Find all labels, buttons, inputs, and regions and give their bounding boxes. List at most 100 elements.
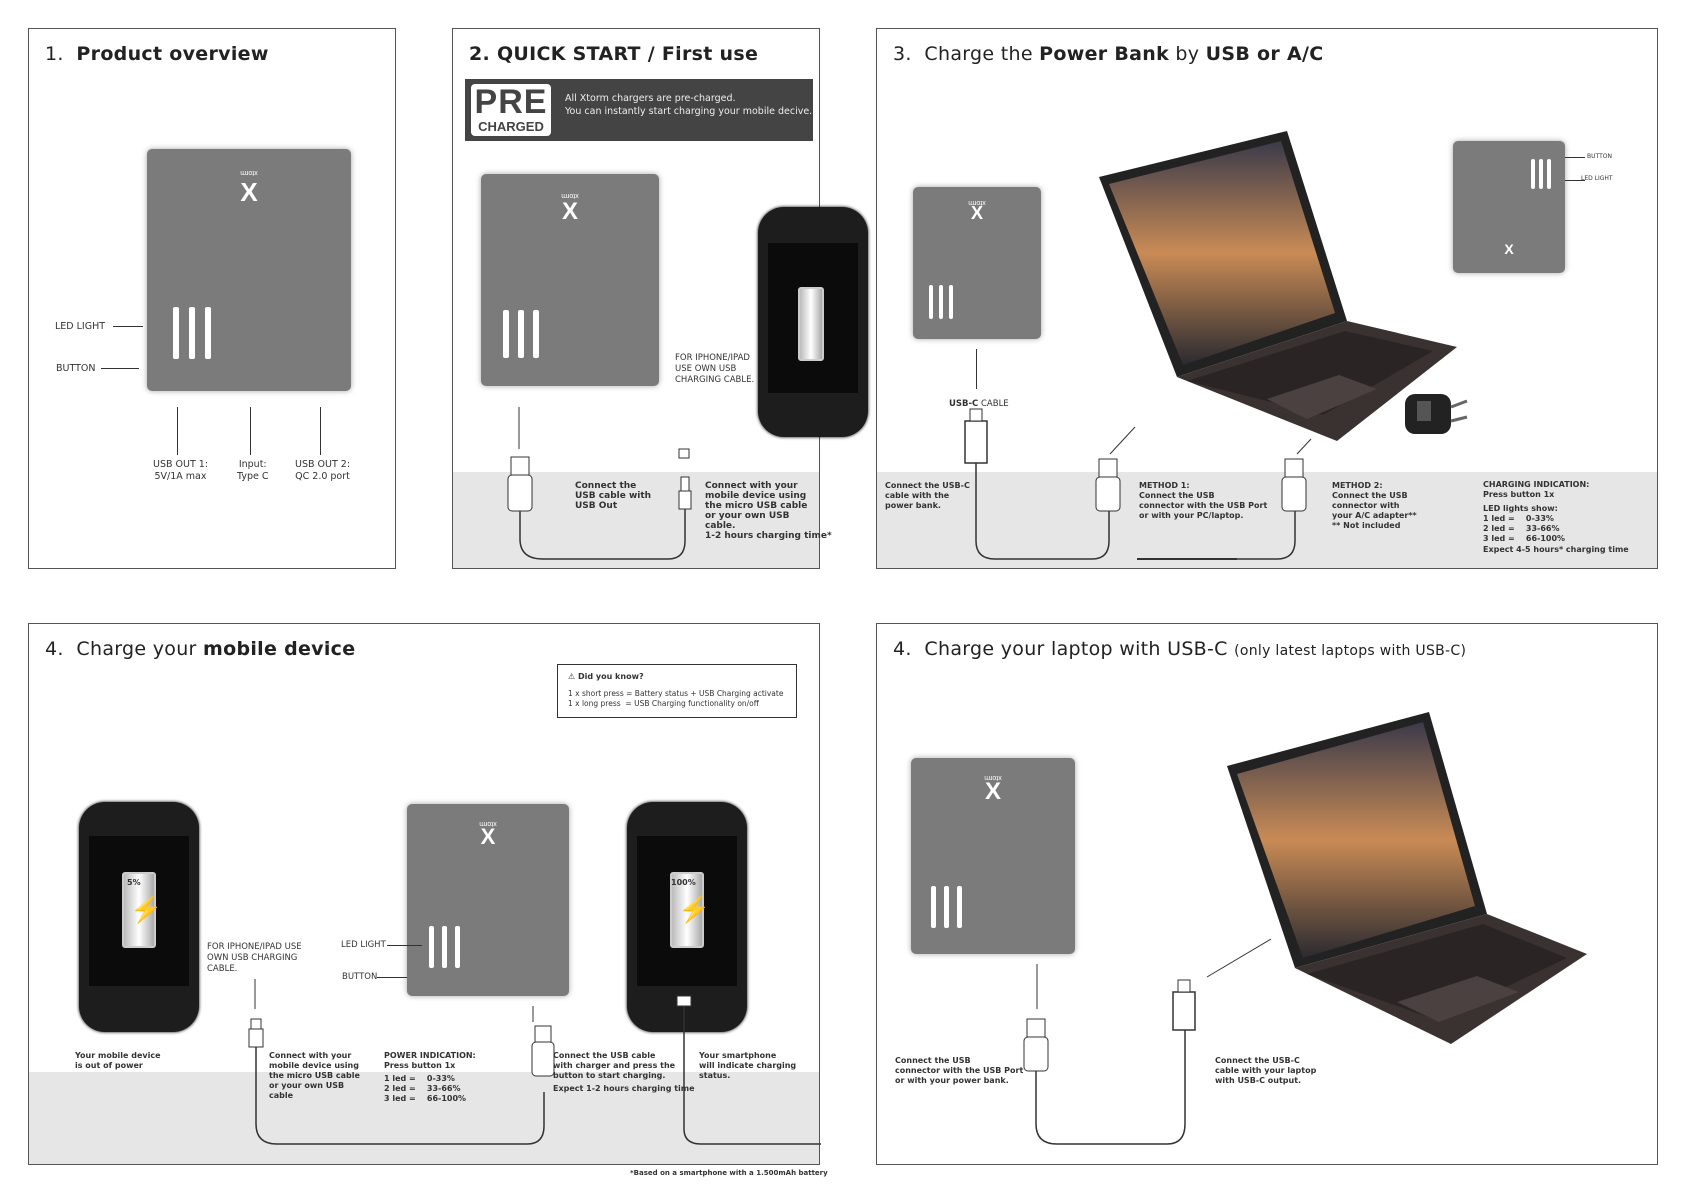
connect-usb-text: Connect the USB cable with USB Out <box>575 481 652 511</box>
power-bank-back: X <box>1453 141 1565 273</box>
pre-text: PRE <box>474 83 548 121</box>
leader-line <box>250 407 251 455</box>
led-bar <box>929 285 933 319</box>
led-show-text: LED lights show: 1 led = 0-33% 2 led = 3… <box>1483 504 1566 543</box>
out-of-power-text: Your mobile device is out of power <box>75 1051 161 1070</box>
button-label: BUTTON <box>342 972 378 982</box>
power-indication-text: POWER INDICATION: Press button 1x <box>384 1051 476 1070</box>
battery-icon <box>798 287 824 361</box>
battery-percent: 5% <box>127 878 141 887</box>
power-bank: xtorm X <box>911 758 1075 954</box>
leader-line <box>101 368 139 369</box>
did-you-know-title: ⚠ Did you know? <box>568 672 644 681</box>
button-label: BUTTON <box>56 363 96 374</box>
led-light-label: LED LIGHT <box>55 321 106 332</box>
led-bar <box>1539 159 1543 189</box>
instruction-band <box>877 472 1657 568</box>
battery-icon <box>122 872 156 948</box>
connect-device-text: Connect with your mobile device using th… <box>269 1051 360 1100</box>
smartphone <box>758 207 868 437</box>
panel-title: 3. Charge the Power Bank by USB or A/C <box>893 43 1324 65</box>
cable-drawings <box>248 979 821 1145</box>
button-label: BUTTON <box>1587 153 1612 160</box>
laptop-illustration <box>1023 712 1587 1145</box>
led-bar <box>957 886 962 928</box>
xtorm-logo-icon: X <box>240 177 258 207</box>
led-bar <box>442 926 447 968</box>
connect-usb-text: Connect the USB connector with the USB P… <box>895 1056 1024 1085</box>
led-show-text: 1 led = 0-33% 2 led = 33-66% 3 led = 66-… <box>384 1074 467 1103</box>
led-bar <box>944 886 949 928</box>
power-bank: xtorm X <box>913 187 1041 339</box>
led-bar <box>429 926 434 968</box>
led-bar <box>949 285 953 319</box>
charging-indication-text: CHARGING INDICATION: Press button 1x <box>1483 480 1590 499</box>
connect-usbc-text: Connect the USB-C cable with your laptop… <box>1215 1056 1317 1085</box>
led-bar <box>173 307 179 359</box>
leader-line <box>387 945 422 946</box>
panel-title: 4. Charge your laptop with USB-C (only l… <box>893 638 1467 660</box>
lightning-icon: ⚡ <box>130 894 163 924</box>
input-label: Input: Type C <box>237 459 269 482</box>
leader-line <box>1565 180 1585 181</box>
precharged-banner: PRE CHARGED All Xtorm chargers are pre-c… <box>465 79 813 141</box>
led-bar <box>189 307 195 359</box>
did-you-know-box: ⚠ Did you know? 1 x short press = Batter… <box>557 664 797 718</box>
leader-line <box>113 326 143 327</box>
banner-text: All Xtorm chargers are pre-charged. You … <box>565 93 813 117</box>
usbc-cable-label: USB-C CABLE <box>949 399 1009 409</box>
usb-out2-label: USB OUT 2: QC 2.0 port <box>295 459 351 482</box>
expect-text: Expect 4-5 hours* charging time <box>1483 545 1629 554</box>
xtorm-logo-icon: X <box>561 198 578 225</box>
power-bank: xtorm X <box>407 804 569 996</box>
not-included-text: ** Not included <box>1332 521 1401 530</box>
laptop-illustration <box>1099 131 1468 441</box>
xtorm-logo-icon: X <box>970 203 983 223</box>
instruction-band <box>29 1072 819 1164</box>
iphone-note: FOR IPHONE/IPAD USE OWN USB CHARGING CAB… <box>207 942 302 974</box>
footnote: *Based on a smartphone with a 1.500mAh b… <box>630 1169 828 1177</box>
xtorm-logo-icon: X <box>984 778 1001 805</box>
leader-line <box>320 407 321 455</box>
dyk-line2: 1 x long press = USB Charging functional… <box>568 699 759 708</box>
connect-charger-text: Connect the USB cable with charger and p… <box>553 1051 676 1080</box>
leader-line <box>1565 157 1585 158</box>
panel-title: 1. Product overview <box>45 43 269 65</box>
led-bar <box>939 285 943 319</box>
iphone-note: FOR IPHONE/IPAD USE OWN USB CHARGING CAB… <box>675 353 755 385</box>
led-light-label: LED LIGHT <box>341 940 386 950</box>
charged-text: CHARGED <box>478 119 544 134</box>
led-bar <box>1531 159 1535 189</box>
led-bar <box>518 310 524 358</box>
smartphone-full: 100% ⚡ <box>627 802 747 1032</box>
led-bar <box>503 310 509 358</box>
leader-line <box>177 407 178 455</box>
panel-title: 2. QUICK START / First use <box>469 43 759 65</box>
dyk-line1: 1 x short press = Battery status + USB C… <box>568 689 784 698</box>
led-bar <box>1547 159 1551 189</box>
xtorm-logo-icon: X <box>1504 241 1514 257</box>
power-bank: xtorm X <box>481 174 659 386</box>
leader-line <box>377 977 407 978</box>
xtorm-logo-icon: X <box>480 824 496 849</box>
battery-icon <box>670 872 704 948</box>
brand-label: xtorm <box>240 169 258 176</box>
led-bar <box>931 886 936 928</box>
leader-line <box>976 349 977 389</box>
led-bar <box>455 926 460 968</box>
led-bar <box>533 310 539 358</box>
led-bar <box>205 307 211 359</box>
panel-quick-start: 2. QUICK START / First use PRE CHARGED A… <box>452 28 868 569</box>
smartphone-status-text: Your smartphone will indicate charging s… <box>699 1051 797 1080</box>
panel-product-overview: 1. Product overview xtorm X LED LIGHT BU… <box>28 28 396 569</box>
usb-out1-label: USB OUT 1: 5V/1A max <box>153 459 209 482</box>
method1-text: METHOD 1: Connect the USB connector with… <box>1139 481 1268 520</box>
connect-device-text: Connect with your mobile device using th… <box>705 481 808 531</box>
connect-usbc-text: Connect the USB-C cable with the power b… <box>885 481 970 510</box>
power-bank: xtorm X <box>147 149 351 391</box>
panel-title: 4. Charge your mobile device <box>45 638 356 660</box>
led-light-label: LED LIGHT <box>1581 175 1613 182</box>
info-icon: ⚠ <box>568 672 576 681</box>
precharged-badge: PRE CHARGED <box>471 84 551 136</box>
usb-cable-drawing <box>507 407 692 560</box>
